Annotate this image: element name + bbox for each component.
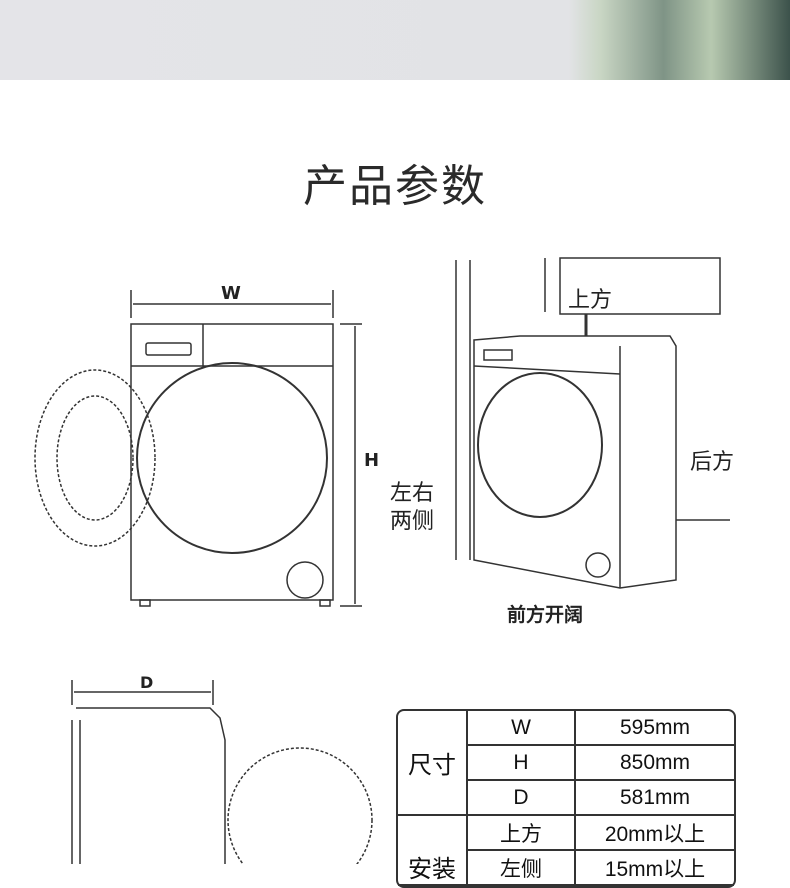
install-view-washer [455,257,730,589]
spec-key: 上方 [468,816,576,851]
top-banner-image [0,0,790,80]
spec-value: 581mm [576,781,734,816]
back-clearance-label: 后方 [690,450,735,475]
spec-key: W [468,711,576,746]
install-group-label: 安装 [398,816,468,886]
spec-key: H [468,746,576,781]
spec-value: 15mm以上 [576,851,734,886]
washer-diagrams [34,257,730,864]
spec-value: 20mm以上 [576,816,734,851]
spec-key: 左侧 [468,851,576,886]
height-label: H [364,450,380,471]
side-view-washer [71,680,373,864]
width-label: W [221,283,241,304]
page-title: 产品参数 [303,161,487,212]
front-view-washer [34,290,362,607]
top-clearance-label: 上方 [568,288,613,313]
size-group-label: 尺寸 [398,711,468,816]
spec-value: 595mm [576,711,734,746]
depth-label: D [140,673,154,692]
spec-key: D [468,781,576,816]
side-clearance-label: 左右 两侧 [390,481,435,534]
front-clearance-label: 前方开阔 [507,604,584,626]
spec-value: 850mm [576,746,734,781]
